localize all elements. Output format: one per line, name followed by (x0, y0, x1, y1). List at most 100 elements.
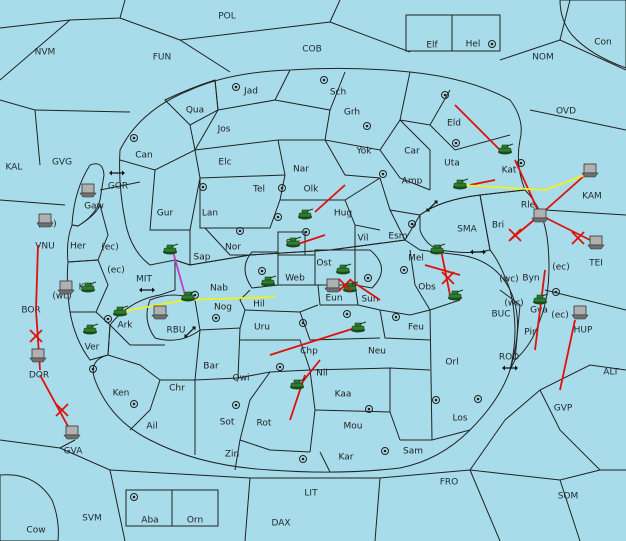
label-gor: GOR (108, 182, 128, 192)
label-uru: Uru (254, 323, 270, 333)
label-nil: Nil (316, 369, 328, 379)
label-sma: SMA (457, 225, 477, 235)
supply-centers (89, 76, 560, 463)
label-gva: GVA (64, 447, 84, 457)
region-con (559, 0, 626, 69)
label-ail: Ail (146, 422, 157, 432)
label-qwi: Qwi (233, 374, 250, 384)
label-web: Web (285, 274, 305, 284)
ship-icon (29, 348, 47, 363)
supply-center-icon (278, 184, 286, 192)
red-x-icon (338, 278, 352, 292)
coast-tag: (ec) (101, 243, 119, 253)
continent-north (119, 67, 526, 266)
supply-center-icon (89, 365, 97, 373)
region-gaw (71, 163, 105, 227)
label-jad: Jad (243, 87, 258, 97)
supply-center-icon (130, 400, 138, 408)
label-zin: Zin (225, 450, 239, 460)
region-cow (0, 474, 59, 541)
label-elc: Elc (218, 158, 231, 168)
label-yok: Yok (355, 147, 372, 157)
region-kor (66, 259, 109, 313)
ship-icon (151, 305, 169, 320)
label-her: Her (70, 242, 86, 252)
double-arrow-icon (470, 249, 486, 255)
label-mit: MIT (136, 275, 152, 285)
label-sot: Sot (220, 418, 235, 428)
label-rod: ROD (499, 353, 519, 363)
label-qua: Qua (186, 106, 204, 116)
supply-center-icon (441, 91, 449, 99)
supply-center-icon (343, 310, 351, 318)
label-jos: Jos (217, 125, 231, 135)
legend-aba-label: Aba (141, 516, 158, 526)
ship-icon (79, 183, 97, 198)
legend-top: Elf Hel (405, 14, 501, 52)
label-lan: Lan (202, 209, 218, 219)
tank-icon (336, 263, 352, 275)
continent-east (479, 189, 550, 371)
label-esm: Esm (388, 232, 407, 242)
label-buc: BUC (491, 310, 510, 320)
coast-tag: (ec) (551, 311, 569, 321)
supply-center-icon (552, 288, 560, 296)
label-nom: NOM (532, 53, 554, 63)
label-tei: TEI (588, 259, 603, 269)
double-arrow-icon (109, 170, 125, 176)
supply-center-icon (104, 315, 112, 323)
order-arrow (544, 174, 586, 191)
tank-icon (453, 178, 469, 190)
tank-icon (351, 321, 367, 333)
supply-center-icon (432, 396, 440, 404)
label-dax: DAX (271, 519, 290, 529)
supply-center-icon (488, 40, 496, 48)
label-los: Los (452, 414, 467, 424)
supply-center-icon (408, 220, 416, 228)
red-x-icon (29, 329, 43, 343)
ship-icon (581, 163, 599, 178)
order-arrow (514, 159, 541, 216)
order-arrow (39, 374, 71, 431)
label-eld: Eld (447, 119, 461, 129)
region-borders-south (107, 249, 521, 473)
coast-tag: (wc) (52, 292, 71, 302)
label-chr: Chr (169, 384, 185, 394)
order-arrow (454, 104, 501, 151)
order-arrow (539, 174, 586, 216)
label-fun: FUN (153, 53, 172, 63)
legend-hel-label: Hel (466, 40, 481, 50)
tank-icon (290, 378, 306, 390)
supply-center-icon (392, 313, 400, 321)
label-gvg: GVG (52, 158, 72, 168)
label-mel: Mel (408, 254, 424, 264)
coast-tag: (ec) (107, 266, 125, 276)
red-x-icon (55, 403, 69, 417)
legend-orn-label: Orn (187, 516, 203, 526)
legend-orn-swatch (171, 489, 219, 527)
failed-orders (29, 228, 585, 417)
order-arrow (559, 319, 576, 391)
ship-icon (324, 278, 342, 293)
label-kaa: Kaa (335, 390, 352, 400)
supply-center-icon (130, 493, 138, 501)
label-tel: Tel (252, 185, 265, 195)
order-arrow (469, 179, 496, 186)
label-hug: Hug (334, 209, 352, 219)
coast-tag: (wc) (499, 275, 518, 285)
supply-center-icon (299, 455, 307, 463)
coast-tag: (ec) (552, 263, 570, 273)
label-car: Car (404, 147, 420, 157)
supply-center-icon (490, 42, 494, 46)
label-neu: Neu (368, 347, 386, 357)
label-eun: Eun (325, 294, 342, 304)
double-arrow-icon (184, 326, 196, 338)
label-mou: Mou (344, 422, 363, 432)
label-grh: Grh (344, 108, 360, 118)
order-arrow (35, 244, 39, 311)
label-nor: Nor (225, 243, 241, 253)
